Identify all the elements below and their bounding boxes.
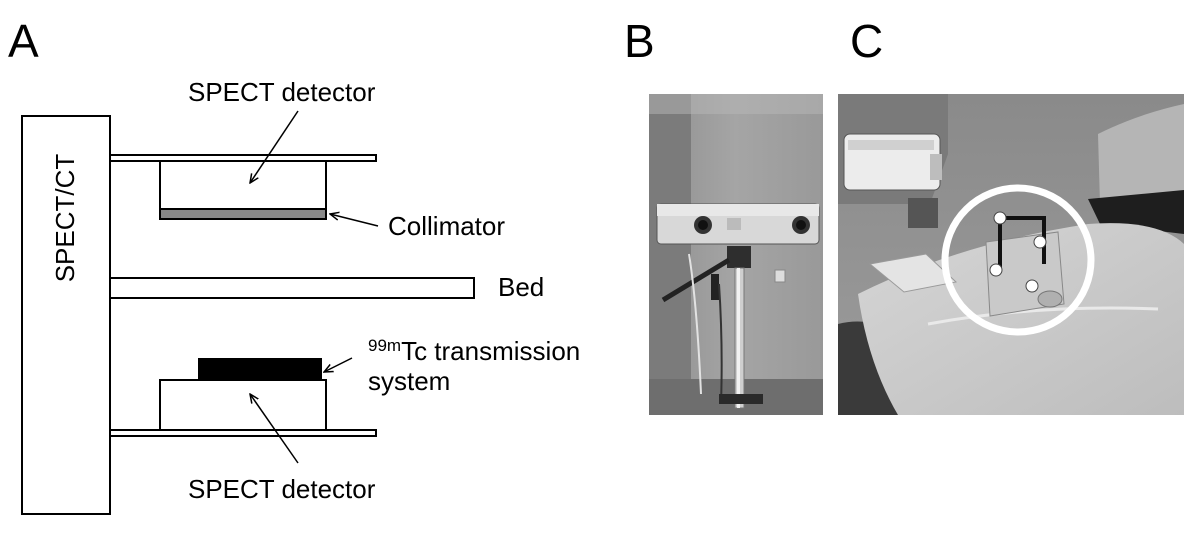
transmission-system-label: 99mTc transmission system [368, 336, 580, 397]
top-spect-detector [159, 160, 327, 210]
spect-ct-gantry [21, 115, 111, 515]
bed-label: Bed [498, 272, 545, 302]
patient-bed [109, 277, 475, 299]
transmission-label-text: Tc transmission [401, 336, 581, 366]
arrow-collimator [330, 214, 379, 227]
collimator-label: Collimator [388, 211, 506, 241]
gantry-label: SPECT/CT [50, 154, 80, 283]
panel-label-c: C [850, 15, 884, 67]
tc99m-transmission-source [198, 358, 322, 380]
panel-label-a: A [8, 15, 39, 67]
bottom-detector-arm [109, 429, 377, 437]
collimator [159, 208, 327, 220]
arrow-top-detector [250, 110, 299, 183]
bottom-spect-detector [159, 379, 327, 431]
bottom-detector-label: SPECT detector [188, 474, 376, 504]
isotope-superscript: 99m [368, 336, 402, 355]
patient-marker-photo [838, 94, 1184, 415]
panel-label-b: B [624, 15, 655, 67]
arrow-bottom-detector [250, 394, 299, 464]
arrow-transmission [324, 357, 353, 372]
marker-highlight-circle [941, 184, 1095, 336]
spect-ct-schematic: SPECT/CT [21, 110, 475, 515]
transmission-label-line2: system [368, 365, 451, 396]
top-detector-label: SPECT detector [188, 77, 376, 107]
motion-tracking-camera-photo [649, 94, 823, 415]
transmission-label-line1: 99mTc transmission [368, 336, 580, 367]
